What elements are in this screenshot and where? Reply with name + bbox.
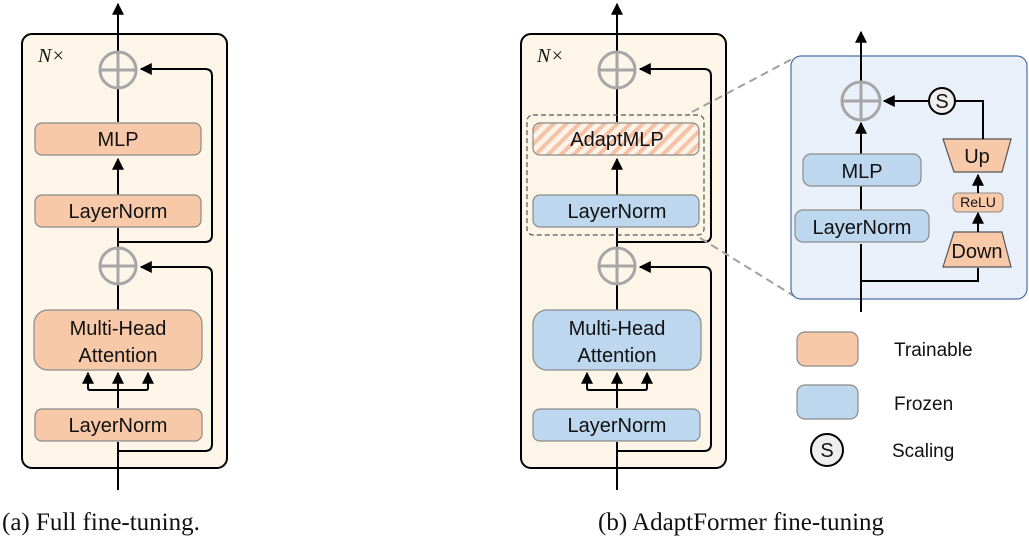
- caption-a: (a) Full fine-tuning.: [2, 509, 200, 536]
- svg-text:S: S: [935, 91, 948, 113]
- caption-b: (b) AdaptFormer fine-tuning: [598, 509, 885, 536]
- svg-text:MLP: MLP: [841, 161, 882, 183]
- qkv-split-arrows: [581, 371, 653, 408]
- layernorm-block-bottom: LayerNorm: [34, 408, 203, 442]
- svg-text:Scaling: Scaling: [892, 441, 954, 462]
- add-node: [840, 80, 882, 122]
- scaling-icon: [810, 433, 844, 467]
- svg-text:Trainable: Trainable: [894, 340, 973, 361]
- svg-text:S: S: [820, 440, 833, 462]
- add-node-top: [597, 50, 637, 90]
- svg-text:LayerNorm: LayerNorm: [568, 201, 667, 223]
- qkv-split-arrows: [82, 371, 154, 408]
- svg-text:Attention: Attention: [578, 345, 657, 367]
- svg-text:Down: Down: [951, 241, 1002, 263]
- svg-text:Multi-Head: Multi-Head: [70, 318, 167, 340]
- multi-head-attention-block: Multi-Head Attention: [33, 309, 203, 371]
- layernorm-block-bottom: LayerNorm: [532, 408, 701, 442]
- svg-text:MLP: MLP: [97, 129, 138, 151]
- svg-text:Multi-Head: Multi-Head: [569, 318, 666, 340]
- relu-block: ReLU: [952, 192, 1004, 213]
- svg-text:LayerNorm: LayerNorm: [568, 415, 667, 437]
- residual-connection-bottom: [118, 261, 213, 452]
- mlp-block: MLP: [34, 122, 202, 156]
- down-projection-block: Down: [942, 231, 1012, 268]
- multi-head-attention-block: Multi-Head Attention: [532, 309, 702, 371]
- panel-a-full-finetuning: N× MLP LayerNorm: [2, 2, 228, 536]
- legend-item-scaling: S Scaling: [810, 433, 954, 467]
- svg-text:LayerNorm: LayerNorm: [69, 201, 168, 223]
- svg-text:LayerNorm: LayerNorm: [813, 217, 912, 239]
- legend-item-frozen: Frozen: [796, 384, 953, 420]
- residual-connection-bottom: [617, 261, 712, 452]
- up-projection-block: Up: [942, 138, 1012, 173]
- mlp-block: MLP: [802, 153, 922, 187]
- add-node-top: [98, 50, 138, 90]
- add-node-bottom: [597, 246, 637, 286]
- svg-text:Frozen: Frozen: [894, 394, 953, 415]
- svg-text:ReLU: ReLU: [960, 194, 996, 210]
- layernorm-block-top: LayerNorm: [532, 194, 700, 228]
- adaptmlp-block: AdaptMLP: [532, 122, 700, 156]
- adapter-branch-input: [861, 268, 979, 282]
- scaling-node: S: [928, 87, 956, 115]
- layernorm-block: LayerNorm: [794, 209, 930, 243]
- repeat-label: N×: [37, 45, 65, 67]
- legend-item-trainable: Trainable: [796, 331, 973, 367]
- panel-b-adaptformer: N× AdaptMLP LayerNorm: [520, 2, 885, 536]
- zoom-connector-top: [691, 57, 795, 113]
- svg-text:Up: Up: [964, 146, 990, 168]
- frozen-swatch: [796, 384, 859, 420]
- layernorm-block-top: LayerNorm: [34, 194, 202, 228]
- up-to-scaling-line: [956, 100, 984, 139]
- transformer-block-container: [520, 33, 727, 469]
- zoom-connector-bottom: [699, 237, 795, 297]
- adaptmlp-highlight-region: [526, 114, 705, 236]
- transformer-block-container: [21, 33, 228, 469]
- legend: Trainable Frozen S Scaling: [796, 331, 973, 467]
- svg-text:AdaptMLP: AdaptMLP: [570, 129, 663, 151]
- adaptmlp-detail-panel: MLP LayerNorm Down ReLU Up S: [790, 30, 1028, 312]
- trainable-swatch: [796, 331, 859, 367]
- svg-text:Attention: Attention: [79, 345, 158, 367]
- residual-connection-top: [118, 63, 213, 243]
- add-node-bottom: [98, 246, 138, 286]
- repeat-label: N×: [536, 45, 564, 67]
- svg-text:LayerNorm: LayerNorm: [69, 415, 168, 437]
